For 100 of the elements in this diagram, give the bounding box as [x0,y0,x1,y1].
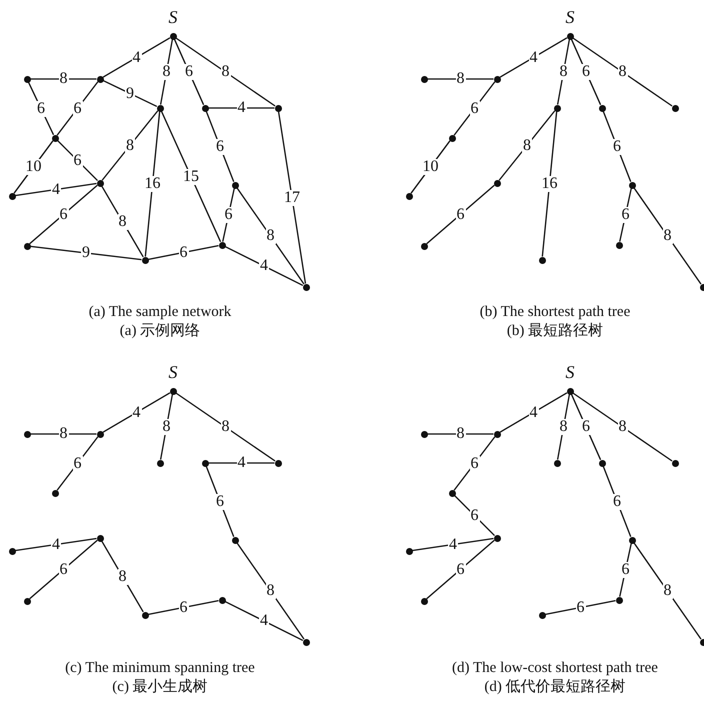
node-dot [494,534,500,542]
node-dot [616,242,622,248]
node-dot [156,104,164,112]
node-dot [96,180,104,186]
node-dot [170,32,176,40]
node-dot [96,76,104,82]
edge-weight-label: 8 [118,214,128,230]
node-dot [232,182,238,188]
node-dot [566,388,574,394]
edge-line [30,246,142,260]
node-dot [406,548,412,554]
edge-line [15,538,97,552]
panel-caption: (c) The minimum spanning tree [65,659,255,677]
node-dot [96,534,104,542]
node-dot [218,242,226,248]
edge-line [454,495,495,536]
source-node-label: S [566,363,574,381]
edge-weight-label: 6 [58,562,68,578]
edge-line [410,140,450,194]
source-node-label: S [566,8,574,26]
edge-line [556,39,570,105]
edge-weight-label: 16 [540,176,558,192]
edge-line [101,186,144,258]
node-dot [142,612,148,618]
edge-line [29,184,98,244]
panel-caption: (d) 低代价最短路径树 [484,678,626,696]
edge-weight-label: 6 [581,419,591,435]
node-dot [24,598,30,604]
panel-caption: (a) The sample network [88,303,232,321]
edge-weight-label: 6 [184,64,194,80]
edge-line [619,543,632,597]
edge-line [602,466,632,537]
node-dot [218,596,226,604]
edge-weight-label: 10 [24,159,42,175]
edge-line [174,38,204,106]
edge-line [602,111,632,182]
edge-line [101,540,144,612]
edge-line [500,37,568,78]
edge-weight-label: 8 [558,64,568,80]
edge-weight-label: 6 [72,100,82,116]
node-dot [420,598,428,604]
edge-line [208,462,274,464]
edge-weight-label: 6 [620,562,630,578]
edge-weight-label: 6 [58,206,68,222]
node-dot [202,104,208,112]
edge-weight-label: 6 [36,100,46,116]
edge-weight-label: 6 [581,64,591,80]
edge-line [545,600,616,615]
edge-line [412,538,494,552]
edge-weight-label: 6 [456,562,466,578]
edge-weight-label: 10 [422,159,440,175]
edge-line [572,392,672,462]
edge-weight-label: 8 [125,138,135,154]
edge-weight-label: 6 [72,152,82,168]
edge-line [148,600,219,615]
edge-line [500,392,568,433]
edge-weight-label: 15 [182,168,200,184]
panel-caption: (a) 示例网络 [120,322,200,340]
edge-line [30,433,96,435]
node-dot [672,104,678,112]
edge-line [102,37,170,78]
node-dot [52,134,58,142]
edge-line [102,392,170,433]
edge-line [426,184,495,244]
edge-line [498,110,556,181]
node-dot [538,612,546,618]
node-dot [628,182,636,188]
node-dot [274,460,282,466]
edge-line [176,37,276,107]
node-dot [598,460,606,466]
edge-line [30,78,96,80]
edge-weight-label: 6 [576,600,586,616]
node-dot [538,256,546,264]
edge-line [633,542,702,640]
node-dot [616,596,622,604]
edge-line [633,188,702,284]
edge-line [236,542,305,640]
edge-line [160,394,174,460]
panel-caption: (d) The low-cost shortest path tree [452,659,658,677]
node-dot [232,536,238,544]
node-dot [202,460,208,466]
node-dot [170,388,176,394]
edge-line [14,140,54,194]
source-node-label: S [168,8,178,26]
source-node-label: S [168,363,178,381]
edge-line [542,111,558,257]
edge-line [15,182,97,196]
node-dot [494,76,500,82]
edge-line [619,188,632,242]
panel-caption: (c) 最小生成树 [112,678,208,696]
node-dot [448,490,456,496]
node-dot [420,242,428,250]
edge-line [236,188,305,284]
edge-weight-label: 6 [456,206,466,222]
node-dot [96,430,104,438]
edge-weight-label: 8 [662,228,672,244]
node-dot [24,76,30,82]
edge-weight-label: 8 [266,583,276,599]
edge-weight-label: 8 [118,568,128,584]
edge-line [56,81,98,136]
